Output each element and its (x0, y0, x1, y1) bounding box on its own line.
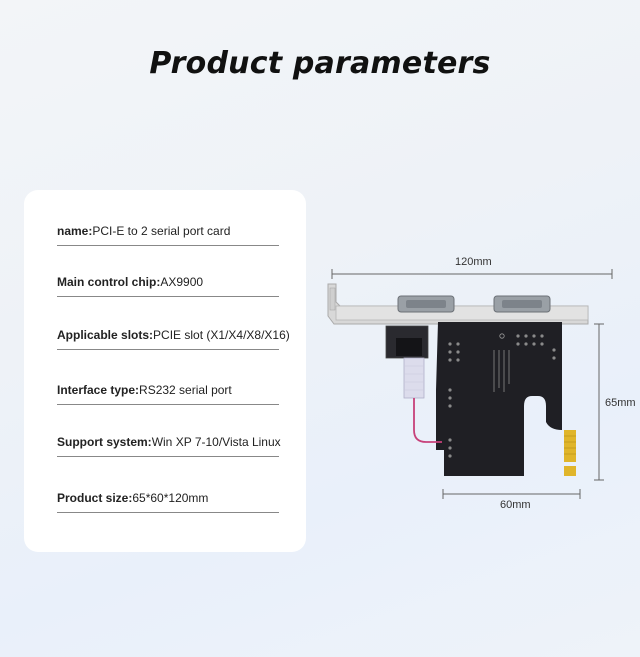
parameters-panel: name:PCI-E to 2 serial port card Main co… (24, 190, 306, 552)
param-support-system: Support system:Win XP 7-10/Vista Linux (57, 435, 281, 457)
ribbon-cable (403, 357, 442, 443)
width-dimension-label: 120mm (455, 256, 492, 268)
depth-dimension-line (442, 489, 581, 499)
height-dimension-line (594, 323, 604, 481)
pcb-board (385, 322, 562, 476)
serial-connector-left (397, 295, 455, 313)
page-title: Product parameters (149, 46, 491, 81)
param-interface-type: Interface type:RS232 serial port (57, 383, 279, 405)
serial-connector-right (493, 295, 551, 313)
param-product-size: Product size:65*60*120mm (57, 491, 279, 513)
param-name: name:PCI-E to 2 serial port card (57, 224, 279, 246)
height-dimension-label: 65mm (605, 397, 636, 409)
depth-dimension-label: 60mm (500, 499, 531, 511)
width-dimension-line (331, 269, 613, 279)
param-main-control-chip: Main control chip:AX9900 (57, 275, 279, 297)
gold-fingers (564, 430, 576, 476)
param-applicable-slots: Applicable slots:PCIE slot (X1/X4/X8/X16… (57, 328, 290, 350)
serial-card-illustration (327, 269, 613, 499)
product-diagram: 120mm 65mm 60mm (318, 240, 640, 520)
